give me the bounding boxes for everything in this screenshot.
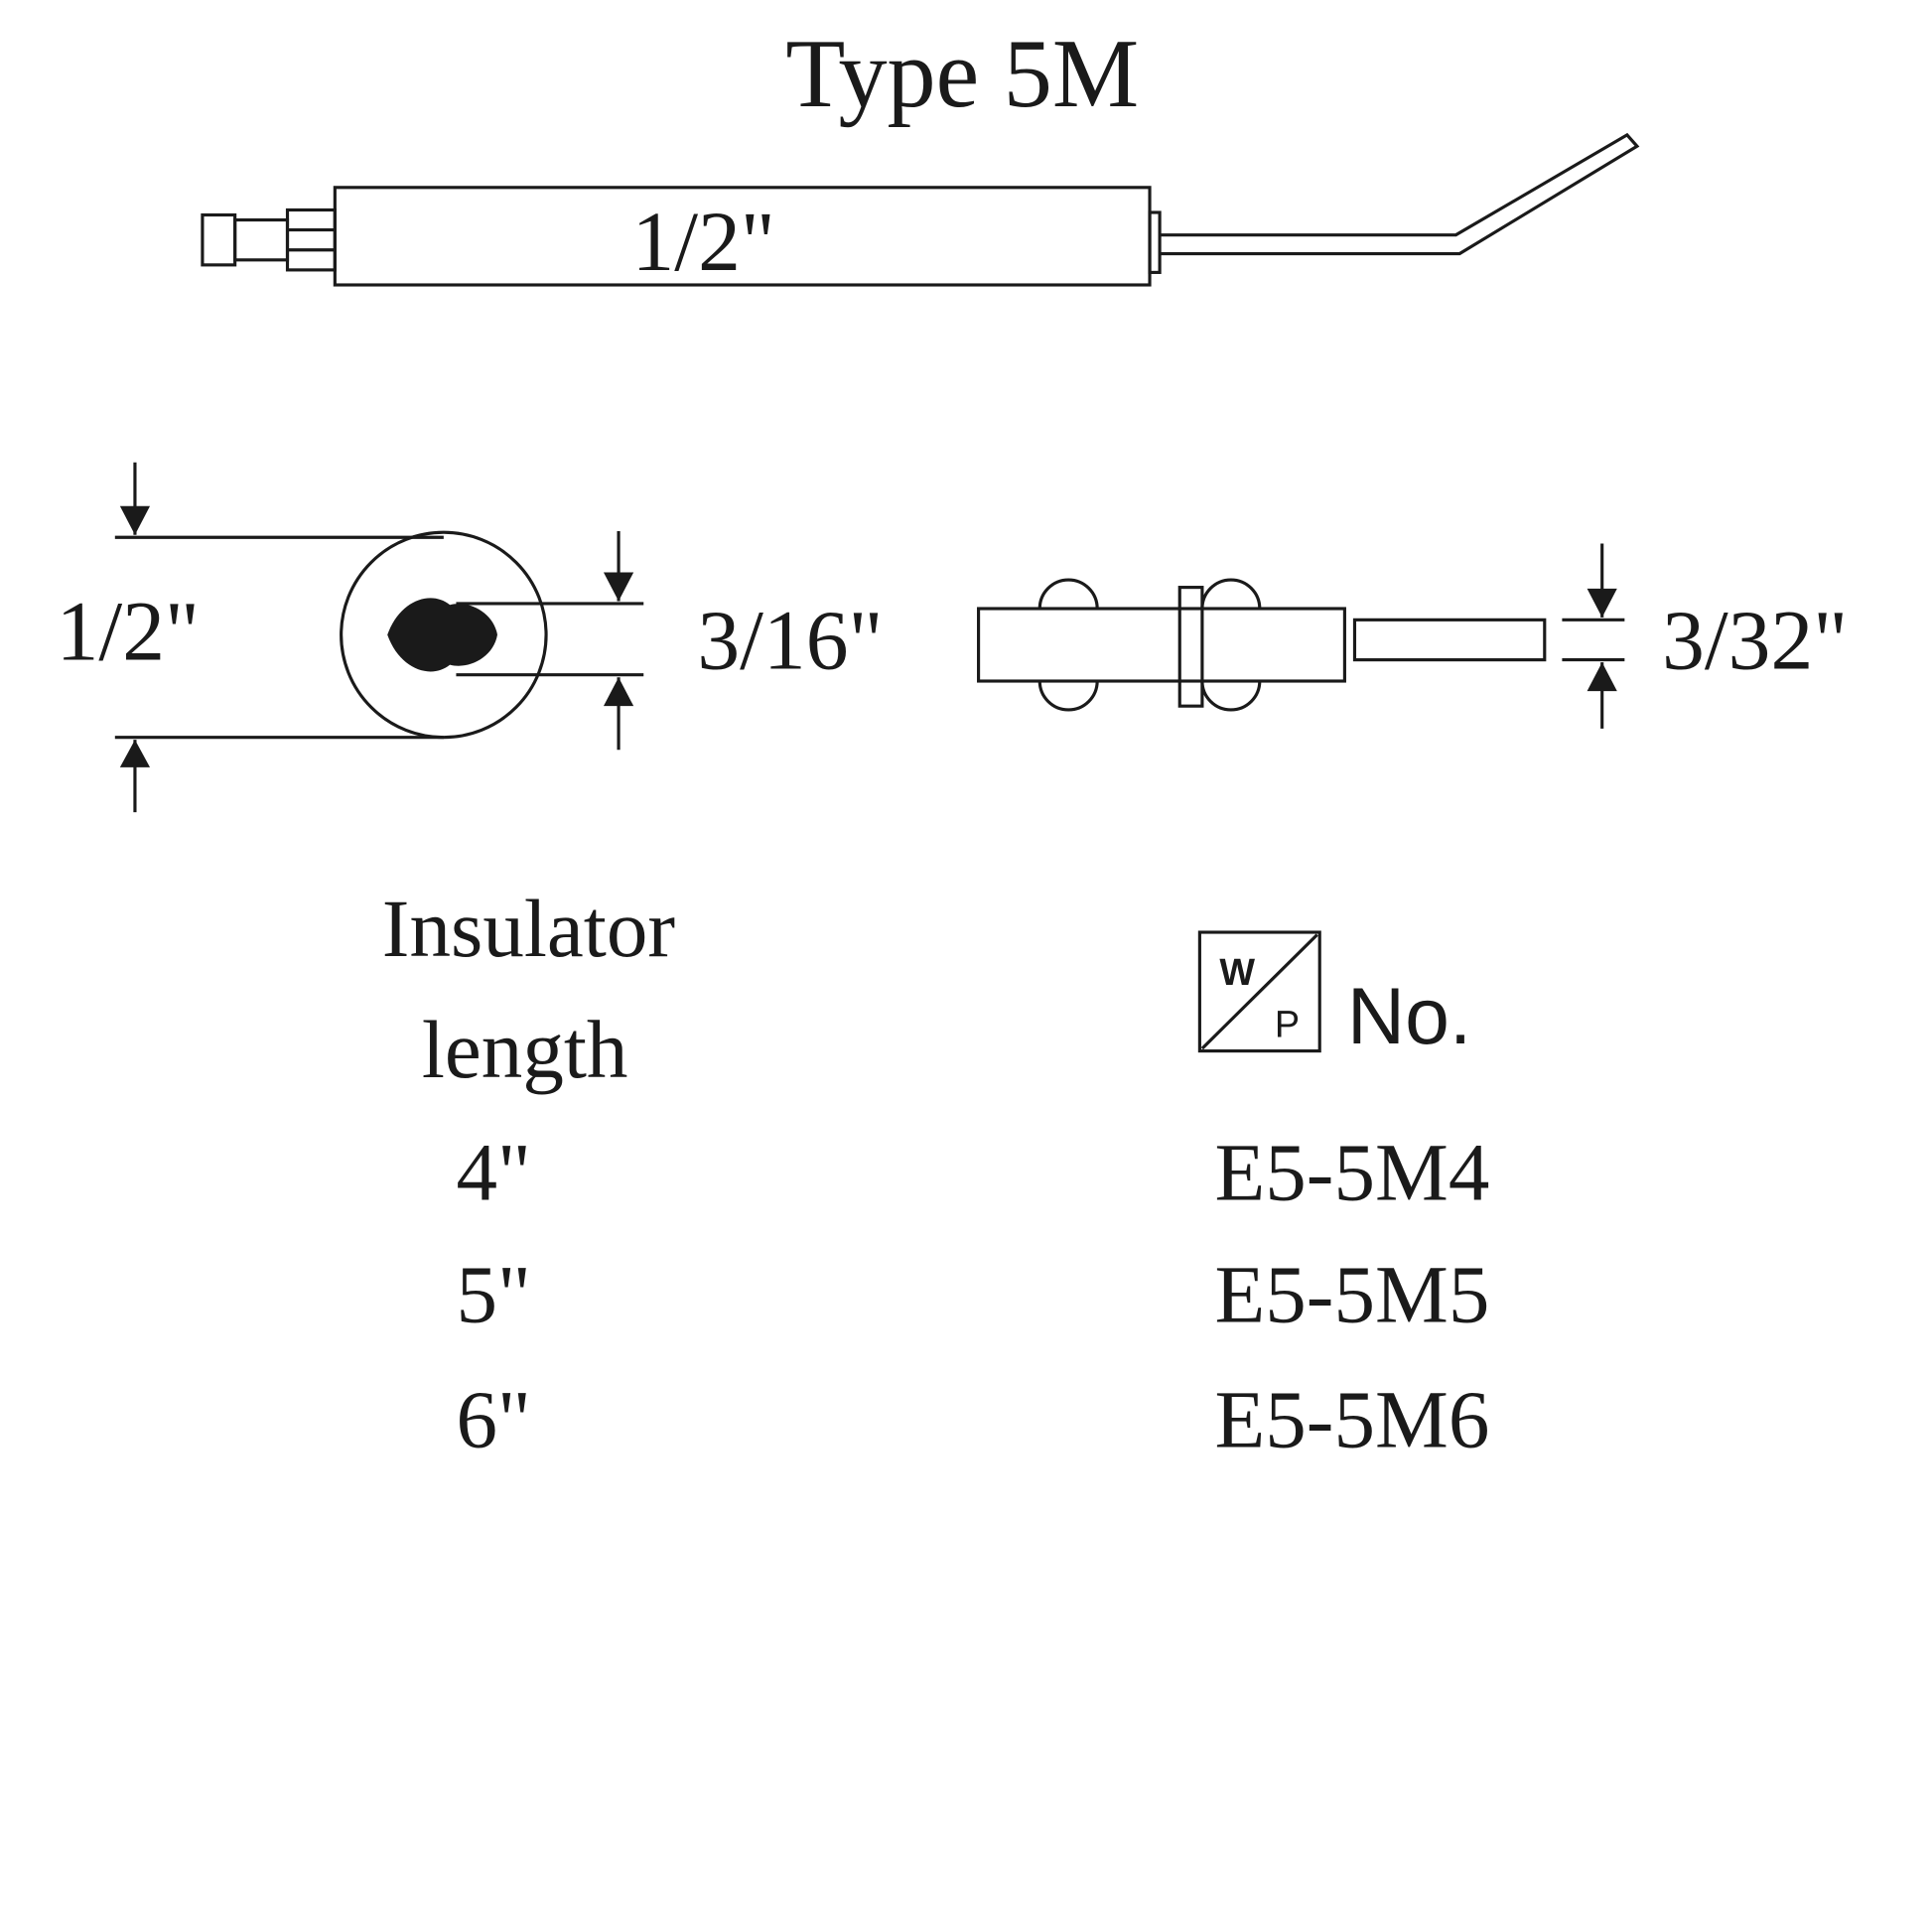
insulator-diameter-label: 1/2" (632, 195, 775, 289)
electrode-tip-view: 3/32" (977, 543, 1848, 729)
electrode-side-view: 1/2" (201, 132, 1640, 289)
length-cell: 5" (456, 1249, 530, 1340)
table-row: 4" E5-5M4 (456, 1126, 1489, 1217)
header-insulator: Insulator (382, 883, 675, 974)
table-row: 5" E5-5M5 (456, 1249, 1489, 1340)
outer-diameter-label: 1/2" (57, 585, 200, 679)
diagram-title: Type 5M (785, 21, 1139, 128)
wp-logo-icon: W P (1197, 930, 1321, 1053)
length-cell: 6" (456, 1374, 530, 1465)
logo-w: W (1219, 952, 1255, 994)
part-number-cell: E5-5M4 (1215, 1126, 1490, 1217)
part-number-cell: E5-5M6 (1215, 1374, 1490, 1465)
table-row: 6" E5-5M6 (456, 1374, 1489, 1465)
wire-diameter-label: 3/32" (1662, 593, 1848, 687)
inner-diameter-label: 3/16" (697, 593, 883, 687)
logo-p: P (1275, 1005, 1300, 1046)
electrode-end-view: 1/2" 3/16" (57, 462, 883, 813)
header-length: length (422, 1004, 628, 1095)
parts-table: Insulator length W P No. 4" E5-5M4 5" E5… (382, 883, 1490, 1465)
part-number-cell: E5-5M5 (1215, 1249, 1490, 1340)
header-number: No. (1347, 972, 1471, 1061)
length-cell: 4" (456, 1126, 530, 1217)
